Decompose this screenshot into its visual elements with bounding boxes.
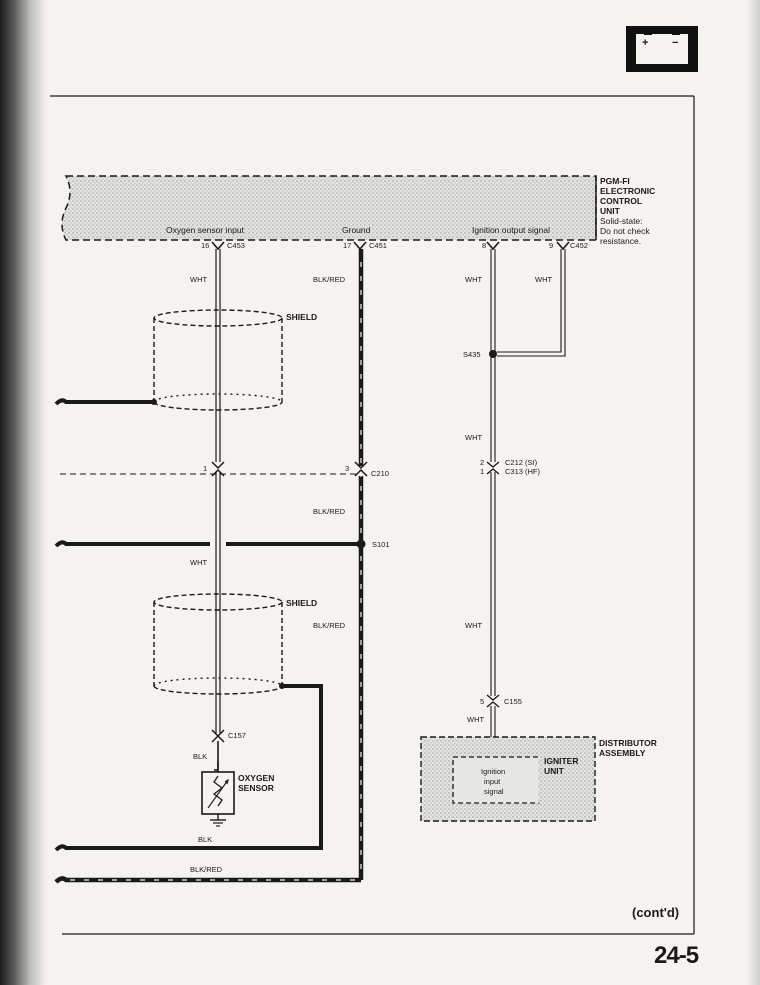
pin-8-number: 8 bbox=[482, 241, 486, 250]
wire-color-wht-ign-left: WHT bbox=[465, 275, 482, 284]
ecu-note-line-1: Solid-state: bbox=[600, 216, 643, 226]
ignition-input-line-2: input bbox=[484, 777, 501, 786]
page-edge bbox=[746, 0, 760, 985]
c157-label: C157 bbox=[228, 731, 246, 740]
battery-minus-text: − bbox=[672, 37, 678, 49]
ecu-connector-terminals bbox=[211, 241, 570, 251]
battery-plus-text: + bbox=[642, 37, 648, 49]
wire-color-blk-red-low: BLK/RED bbox=[313, 621, 346, 630]
wire-color-wht-ign-low: WHT bbox=[465, 621, 482, 630]
pin-label-oxygen-input: Oxygen sensor input bbox=[166, 225, 245, 235]
ignition-input-line-3: signal bbox=[484, 787, 504, 796]
binding-shadow bbox=[0, 0, 46, 985]
ecu-name-line-4: UNIT bbox=[600, 206, 621, 216]
ecu-note-line-3: resistance. bbox=[600, 236, 641, 246]
oxygen-sensor-icon bbox=[201, 762, 235, 827]
ground-return-wire bbox=[54, 876, 361, 884]
wire-color-blk-bottom: BLK bbox=[198, 835, 212, 844]
ground-bus-s101 bbox=[54, 539, 366, 549]
c210-label: C210 bbox=[371, 469, 389, 478]
pin-label-ground: Ground bbox=[342, 225, 371, 235]
lower-shield-drain-wire bbox=[54, 683, 323, 852]
wire-color-blk-red-bottom: BLK/RED bbox=[190, 865, 223, 874]
wire-color-wht-ign-c155: WHT bbox=[467, 715, 484, 724]
ecu-box bbox=[61, 175, 597, 241]
distributor-name-line-2: ASSEMBLY bbox=[599, 748, 646, 758]
igniter-name-line-2: UNIT bbox=[544, 766, 565, 776]
upper-shield-drain-wire bbox=[54, 398, 157, 406]
c212-label: C212 (SI) bbox=[505, 458, 538, 467]
c157-terminals bbox=[211, 729, 225, 743]
upper-shield bbox=[153, 309, 283, 411]
wire-ignition-output bbox=[490, 249, 566, 761]
wire-color-blk-sensor: BLK bbox=[193, 752, 207, 761]
oxygen-sensor-name-line-2: SENSOR bbox=[238, 783, 274, 793]
pin-label-ignition-output: Ignition output signal bbox=[472, 225, 550, 235]
splice-s101-label: S101 bbox=[372, 540, 390, 549]
pin-17-number: 17 bbox=[343, 241, 351, 250]
lower-shield-label: SHIELD bbox=[286, 598, 317, 608]
c313-pin: 1 bbox=[480, 467, 484, 476]
continued-note: (cont'd) bbox=[632, 905, 680, 920]
wire-color-wht-o2-top: WHT bbox=[190, 275, 207, 284]
c155-label: C155 bbox=[504, 697, 522, 706]
c452-label: C452 bbox=[570, 241, 588, 250]
c451-label: C451 bbox=[369, 241, 387, 250]
wire-color-wht-ign-mid: WHT bbox=[465, 433, 482, 442]
wire-color-blk-red-mid: BLK/RED bbox=[313, 507, 346, 516]
c155-terminals bbox=[486, 694, 500, 708]
wire-color-blk-red-top: BLK/RED bbox=[313, 275, 346, 284]
pin-16-number: 16 bbox=[201, 241, 209, 250]
pin-9-number: 9 bbox=[549, 241, 553, 250]
c210-pin-3: 3 bbox=[345, 464, 349, 473]
wire-color-wht-o2-mid: WHT bbox=[190, 558, 207, 567]
c155-pin: 5 bbox=[480, 697, 484, 706]
splice-s435-label: S435 bbox=[463, 350, 481, 359]
ecu-name-line-3: CONTROL bbox=[600, 196, 642, 206]
ecu-name-line-2: ELECTRONIC bbox=[600, 186, 655, 196]
c210-pin-1: 1 bbox=[203, 464, 207, 473]
igniter-name-line-1: IGNITER bbox=[544, 756, 578, 766]
lower-shield bbox=[153, 593, 283, 695]
c212-pin: 2 bbox=[480, 458, 484, 467]
c212-c313-terminals bbox=[486, 461, 500, 475]
wire-color-wht-ign-right: WHT bbox=[535, 275, 552, 284]
ignition-input-line-1: Ignition bbox=[481, 767, 505, 776]
distributor-name-line-1: DISTRIBUTOR bbox=[599, 738, 657, 748]
upper-shield-label: SHIELD bbox=[286, 312, 317, 322]
page-number: 24-5 bbox=[654, 942, 699, 969]
c453-label: C453 bbox=[227, 241, 245, 250]
c210-terminals bbox=[211, 461, 368, 477]
ecu-note-line-2: Do not check bbox=[600, 226, 650, 236]
splice-s435-dot bbox=[489, 350, 497, 358]
oxygen-sensor-name-line-1: OXYGEN bbox=[238, 773, 274, 783]
ecu-name-line-1: PGM-FI bbox=[600, 176, 630, 186]
c313-label: C313 (HF) bbox=[505, 467, 541, 476]
wire-oxygen-sensor-signal bbox=[214, 249, 221, 771]
igniter-unit-box bbox=[452, 756, 540, 804]
battery-icon: + − bbox=[626, 26, 698, 72]
